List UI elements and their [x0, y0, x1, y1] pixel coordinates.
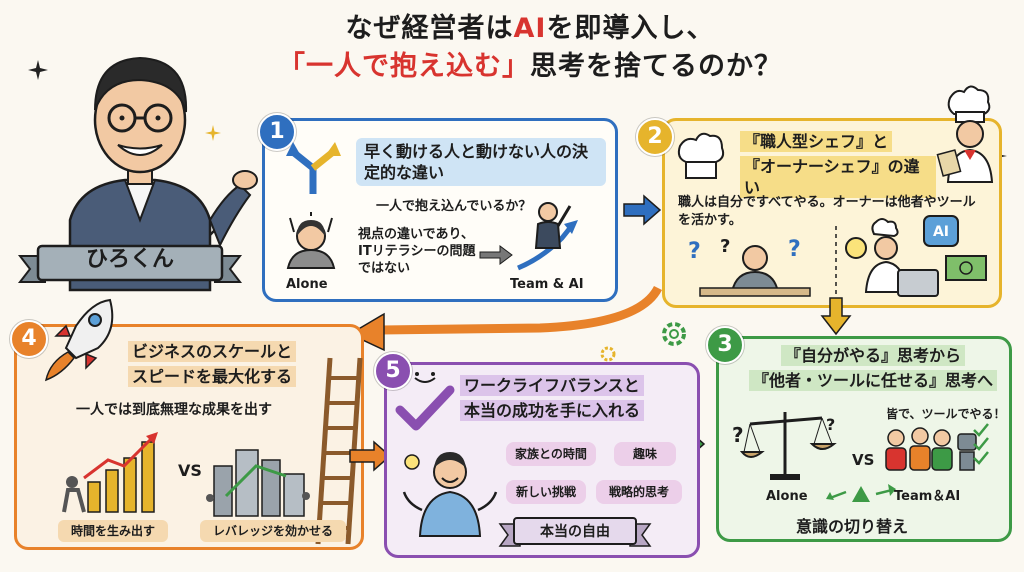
- panel-1-team-label: Team & AI: [510, 277, 584, 292]
- panel-3-heading-line-1: 『自分がやる』思考から: [780, 345, 965, 366]
- panel-4-heading: ビジネスのスケールと スピードを最大化する: [120, 338, 340, 390]
- panel-3-heading-line-2: 『他者・ツールに任せる』思考へ: [748, 370, 997, 391]
- right-arrow-icon: [479, 245, 513, 265]
- sparkle-icon: [28, 60, 48, 80]
- businessman-cheering-icon: [517, 202, 578, 271]
- panel-3-heading: 『自分がやる』思考から 『他者・ツールに任せる』思考へ: [740, 342, 1006, 394]
- chef-hat-icon: [677, 132, 725, 179]
- panel-1-heading: 早く動ける人と動けない人の決定的な違い: [356, 138, 606, 186]
- person-name: ひろくん: [85, 247, 174, 272]
- shift-arrows-icon: [826, 484, 896, 502]
- stressed-person-icon: [286, 212, 336, 269]
- team-group-icon: [885, 427, 977, 471]
- pill-new-challenge: 新しい挑戦: [506, 480, 586, 504]
- freedom-banner-label: 本当の自由: [540, 524, 610, 540]
- sparkle-icon: [205, 125, 221, 141]
- panel-5-heading: ワークライフバランスと 本当の成功を手に入れる: [452, 372, 690, 424]
- balance-scale-icon: ? ?: [732, 412, 837, 480]
- panel-2-heading-line-1: 『職人型シェフ』と: [740, 131, 893, 152]
- flow-arrow-icon: [349, 440, 392, 472]
- panel-1-alone-label: Alone: [286, 277, 328, 292]
- pill-strategic-thinking: 戦略的思考: [596, 480, 682, 504]
- page-title: なぜ経営者はAIを即導入し、 「一人で抱え込む」思考を捨てるのか？: [250, 10, 810, 86]
- smile-icon: [414, 372, 436, 383]
- struggling-craftsman-icon: ? ? ?: [688, 236, 811, 297]
- chef-with-ai-tools-icon: [845, 215, 987, 297]
- panel-4-heading-line-1: ビジネスのスケールと: [128, 341, 297, 362]
- step-number-2: 2: [636, 118, 674, 156]
- ai-robot-label: AI: [932, 224, 950, 240]
- title-line-1: なぜ経営者はAIを即導入し、: [250, 10, 810, 48]
- split-arrow-icon: [286, 142, 341, 194]
- owner-chef-icon: [936, 85, 994, 183]
- panel-5-heading-line-1: ワークライフバランスと: [460, 375, 644, 396]
- gear-icon: [600, 346, 616, 362]
- panel-3-note: 皆で、ツールでやる！: [886, 407, 1006, 421]
- panel-1-body: 視点の違いであり、ITリテラシーの問題ではない: [358, 227, 476, 276]
- svg-text:?: ?: [732, 423, 744, 447]
- growth-chart-icon: [62, 432, 158, 513]
- title-text: を即導入し、: [546, 13, 715, 44]
- panel-3-alone-label: Alone: [766, 489, 808, 504]
- panel-3-vs: VS: [852, 451, 875, 469]
- pill-family-time: 家族との時間: [506, 442, 596, 466]
- panel-3-team-label: Team＆AI: [894, 489, 961, 504]
- panel-4-tag-time: 時間を生み出す: [58, 520, 168, 542]
- gear-icon: [662, 322, 686, 346]
- panel-2-body: 職人は自分ですべてやる。オーナーは他者やツールを活かす。: [678, 195, 976, 228]
- svg-text:?: ?: [688, 239, 701, 264]
- step-number-3: 3: [706, 326, 744, 364]
- title-highlight: AI: [513, 13, 547, 44]
- panel-3-caption: 意識の切り替え: [796, 517, 909, 536]
- checkmark-list-icon: [973, 423, 989, 465]
- svg-text:?: ?: [826, 415, 835, 434]
- step-number-4: 4: [10, 320, 48, 358]
- flow-arrow-icon: [820, 297, 852, 336]
- panel-5-heading-line-2: 本当の成功を手に入れる: [460, 400, 645, 421]
- flow-arrow-icon: [348, 285, 663, 352]
- title-highlight: 「一人で抱え込む」: [278, 51, 530, 82]
- panel-4-tag-leverage: レバレッジを効かせる: [200, 520, 346, 542]
- panel-4-heading-line-2: スピードを最大化する: [128, 366, 297, 387]
- title-text: 思考を捨てるのか？: [530, 51, 782, 82]
- panel-1-question: 一人で抱え込んでいるか？: [376, 199, 532, 214]
- city-teamwork-icon: [206, 449, 310, 517]
- happy-person-icon: [402, 452, 498, 537]
- svg-text:?: ?: [788, 237, 801, 262]
- pill-hobby: 趣味: [614, 442, 676, 466]
- step-number-1: 1: [258, 113, 296, 151]
- svg-text:?: ?: [720, 236, 730, 257]
- title-line-2: 「一人で抱え込む」思考を捨てるのか？: [250, 48, 810, 86]
- flow-arrow-icon: [623, 194, 662, 226]
- panel-4-body: 一人では到底無理な成果を出す: [76, 402, 272, 418]
- panel-2-heading-line-2: 『オーナーシェフ』の違い: [740, 156, 936, 198]
- checkmark-icon: [395, 385, 455, 431]
- rocket-icon: [44, 298, 114, 382]
- freedom-banner: [498, 517, 652, 547]
- panel-2-heading: 『職人型シェフ』と 『オーナーシェフ』の違い: [732, 128, 944, 201]
- name-banner: [17, 244, 243, 283]
- panel-4-vs: VS: [178, 461, 202, 480]
- divider-dashed: [835, 226, 837, 298]
- step-number-5: 5: [374, 352, 412, 390]
- title-text: なぜ経営者は: [345, 13, 514, 44]
